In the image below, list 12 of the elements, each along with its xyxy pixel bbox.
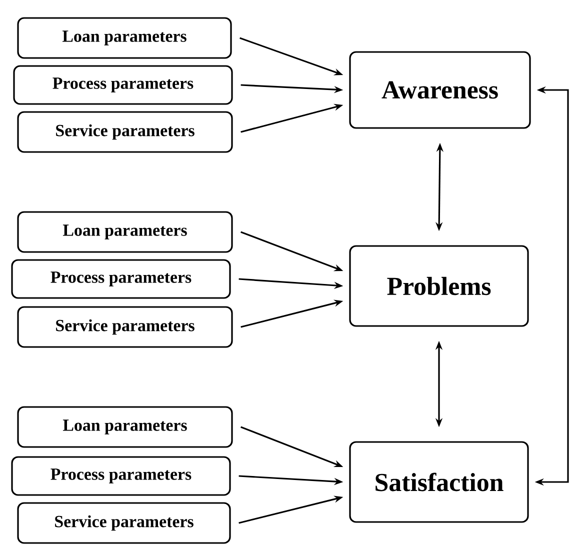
parameter-box: Loan parameters bbox=[17, 211, 233, 253]
parameter-box: Service parameters bbox=[17, 306, 233, 348]
concept-box: Awareness bbox=[349, 51, 531, 129]
parameter-box: Service parameters bbox=[17, 502, 231, 544]
parameter-box: Process parameters bbox=[11, 456, 231, 496]
parameter-box: Process parameters bbox=[11, 259, 231, 299]
parameter-box: Process parameters bbox=[13, 65, 233, 105]
concept-box: Satisfaction bbox=[349, 441, 529, 523]
concept-box: Problems bbox=[349, 245, 529, 327]
parameter-box: Loan parameters bbox=[17, 406, 233, 448]
parameter-box: Service parameters bbox=[17, 111, 233, 153]
parameter-box: Loan parameters bbox=[17, 17, 232, 59]
